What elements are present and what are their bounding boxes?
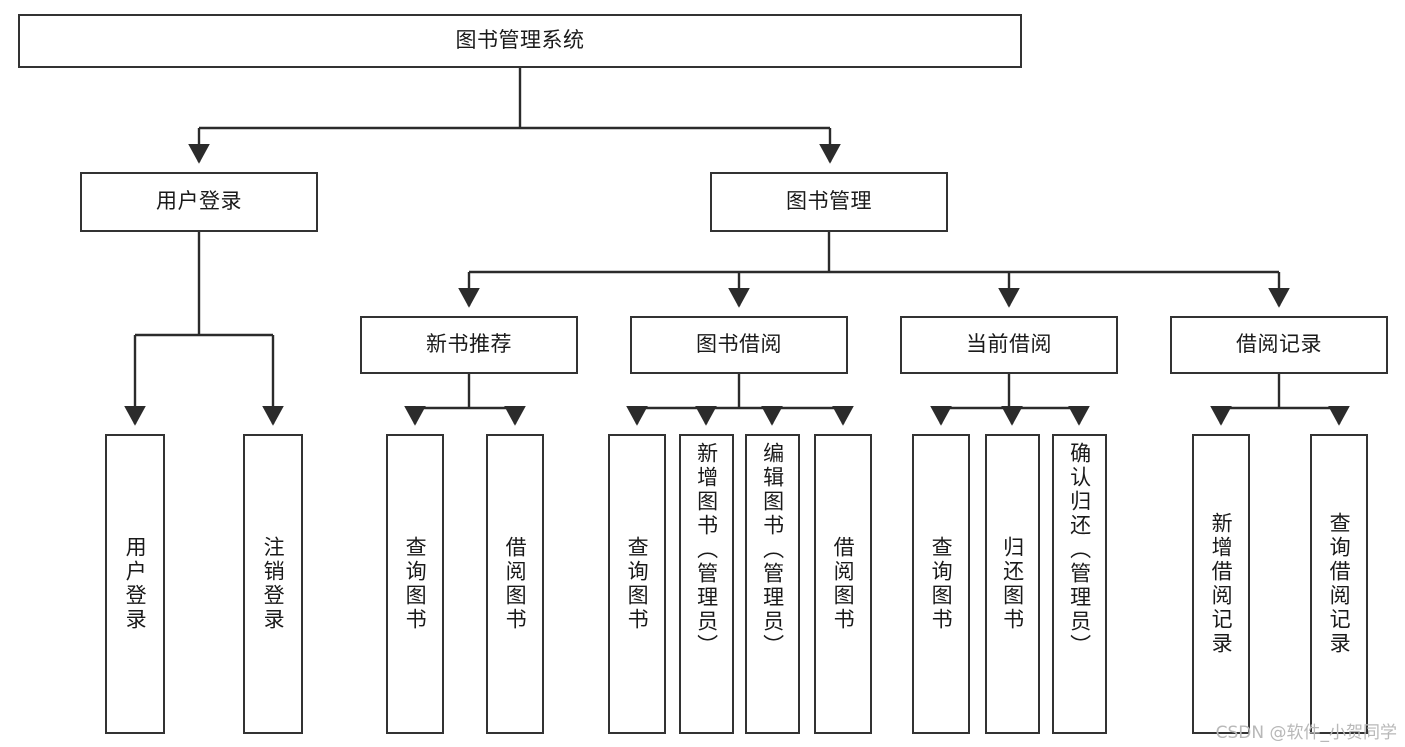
leaf-bb-add-label: 新增图书（管理员）	[694, 442, 719, 658]
node-new-book-rec-label: 新书推荐	[426, 332, 512, 357]
leaf-br-query[interactable]: 查询借阅记录	[1310, 434, 1368, 734]
leaf-bb-add[interactable]: 新增图书（管理员）	[679, 434, 734, 734]
node-root[interactable]: 图书管理系统	[18, 14, 1022, 68]
csdn-watermark: CSDN @软件_小贺同学	[1215, 723, 1397, 743]
node-root-label: 图书管理系统	[455, 28, 585, 53]
leaf-bb-query[interactable]: 查询图书	[608, 434, 666, 734]
leaf-bb-edit[interactable]: 编辑图书（管理员）	[745, 434, 800, 734]
leaf-rec-borrow[interactable]: 借阅图书	[486, 434, 544, 734]
leaf-user-login[interactable]: 用户登录	[105, 434, 165, 734]
leaf-rec-borrow-label: 借阅图书	[503, 536, 528, 632]
node-new-book-rec[interactable]: 新书推荐	[360, 316, 578, 374]
leaf-bb-borrow[interactable]: 借阅图书	[814, 434, 872, 734]
node-current-borrow[interactable]: 当前借阅	[900, 316, 1118, 374]
node-borrow-record[interactable]: 借阅记录	[1170, 316, 1388, 374]
leaf-bb-edit-label: 编辑图书（管理员）	[760, 442, 785, 658]
leaf-user-logout[interactable]: 注销登录	[243, 434, 303, 734]
node-current-borrow-label: 当前借阅	[966, 332, 1052, 357]
node-book-borrow[interactable]: 图书借阅	[630, 316, 848, 374]
leaf-cb-query[interactable]: 查询图书	[912, 434, 970, 734]
leaf-cb-return[interactable]: 归还图书	[985, 434, 1040, 734]
node-book-borrow-label: 图书借阅	[696, 332, 782, 357]
leaf-rec-query[interactable]: 查询图书	[386, 434, 444, 734]
leaf-bb-query-label: 查询图书	[625, 536, 650, 632]
leaf-br-add-label: 新增借阅记录	[1209, 512, 1234, 656]
leaf-cb-confirm[interactable]: 确认归还（管理员）	[1052, 434, 1107, 734]
leaf-cb-return-label: 归还图书	[1000, 536, 1025, 632]
leaf-cb-query-label: 查询图书	[929, 536, 954, 632]
node-user-login-label: 用户登录	[156, 189, 242, 214]
node-book-manage[interactable]: 图书管理	[710, 172, 948, 232]
leaf-br-query-label: 查询借阅记录	[1327, 512, 1352, 656]
leaf-user-login-label: 用户登录	[123, 536, 148, 632]
leaf-bb-borrow-label: 借阅图书	[831, 536, 856, 632]
node-borrow-record-label: 借阅记录	[1236, 332, 1322, 357]
leaf-br-add[interactable]: 新增借阅记录	[1192, 434, 1250, 734]
node-user-login[interactable]: 用户登录	[80, 172, 318, 232]
leaf-cb-confirm-label: 确认归还（管理员）	[1067, 442, 1092, 658]
leaf-rec-query-label: 查询图书	[403, 536, 428, 632]
leaf-user-logout-label: 注销登录	[261, 536, 286, 632]
node-book-manage-label: 图书管理	[786, 189, 872, 214]
